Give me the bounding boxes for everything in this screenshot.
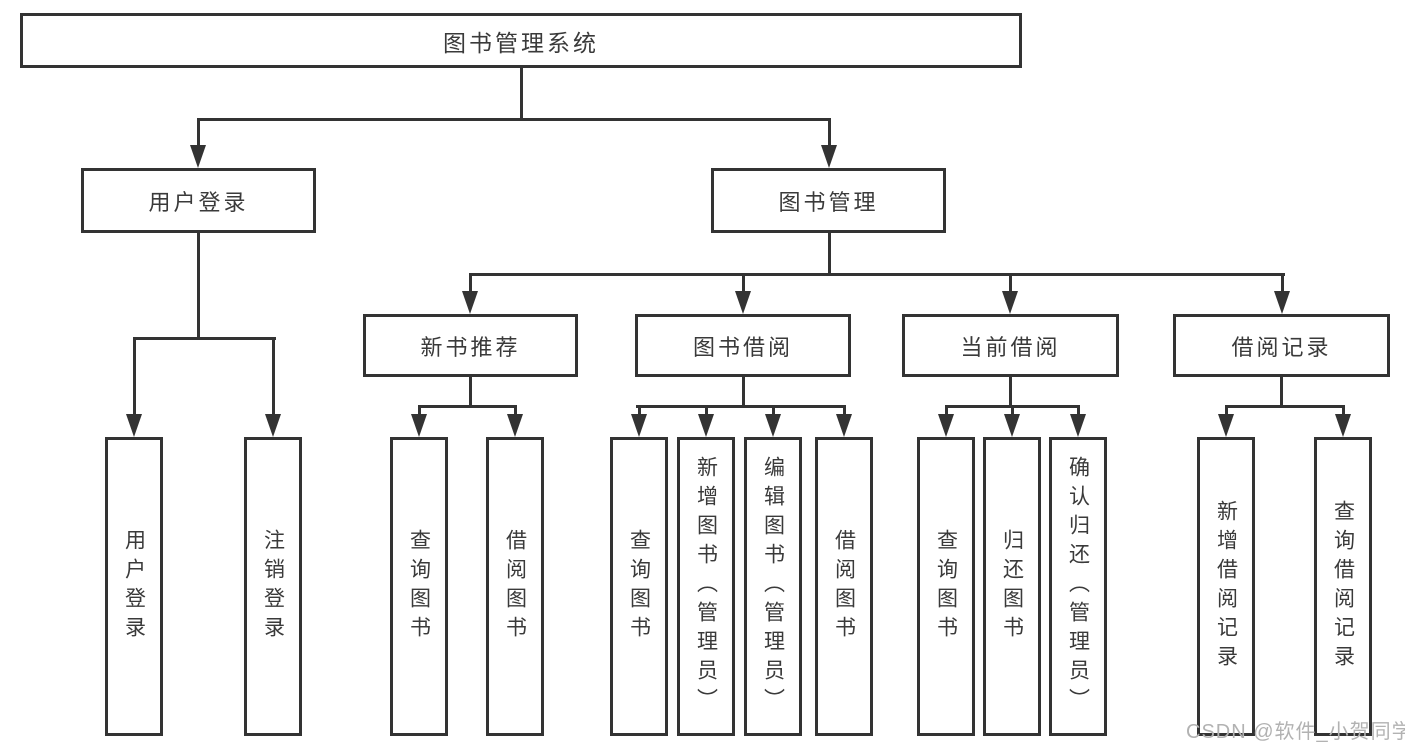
node-user-login: 用户登录 <box>81 168 316 233</box>
connector-drop-query-current <box>944 405 948 416</box>
connector-drop-query-recommend <box>417 405 421 416</box>
node-book-borrowing: 图书借阅 <box>635 314 851 377</box>
leaf-add-borrow-record-label: 新增借阅记录 <box>1214 499 1238 674</box>
arrow-confirm-return <box>1070 414 1086 437</box>
connector-drop-borrow-books <box>842 405 846 416</box>
csdn-watermark: CSDN @软件_小贺同学 <box>1186 721 1405 743</box>
leaf-edit-books-admin-label: 编辑图书（管理员） <box>761 456 785 717</box>
connector-drop-borrowing <box>741 275 745 293</box>
connector-borrowing-stem <box>741 377 745 405</box>
connector-root-stem <box>519 68 523 118</box>
connector-current-stem <box>1009 377 1012 405</box>
arrow-book-management <box>821 145 837 168</box>
leaf-query-books-current-label: 查询图书 <box>934 528 958 645</box>
node-borrowing-records: 借阅记录 <box>1173 314 1390 377</box>
connector-bookmgmt-stem <box>827 233 831 276</box>
connector-userlogin-bar <box>132 337 276 340</box>
node-current-borrowing: 当前借阅 <box>902 314 1119 377</box>
arrow-query-recommend <box>411 414 427 437</box>
leaf-confirm-return-admin: 确认归还（管理员） <box>1049 437 1107 736</box>
leaf-query-books-borrowing: 查询图书 <box>610 437 668 736</box>
node-new-book-recommendation: 新书推荐 <box>363 314 578 377</box>
arrow-user-login <box>190 145 206 168</box>
connector-drop-book-management <box>827 120 831 146</box>
connector-bookmgmt-bar <box>468 273 1285 276</box>
arrow-recommend <box>462 291 478 314</box>
leaf-query-books-borrowing-label: 查询图书 <box>627 528 651 645</box>
leaf-confirm-return-admin-label: 确认归还（管理员） <box>1066 456 1090 717</box>
leaf-add-borrow-record: 新增借阅记录 <box>1197 437 1255 736</box>
arrow-leaf-logout <box>265 414 281 437</box>
connector-drop-leaf-user-login <box>132 339 136 415</box>
leaf-query-books-current: 查询图书 <box>917 437 975 736</box>
leaf-query-books-recommend-label: 查询图书 <box>407 528 431 645</box>
arrow-return-books <box>1004 414 1020 437</box>
connector-drop-add-record <box>1224 405 1228 416</box>
arrow-records <box>1274 291 1290 314</box>
leaf-add-books-admin-label: 新增图书（管理员） <box>694 456 718 717</box>
connector-records-bar <box>1224 405 1345 408</box>
root-node: 图书管理系统 <box>20 13 1022 68</box>
leaf-borrow-books-borrowing: 借阅图书 <box>815 437 873 736</box>
arrow-borrow-books <box>836 414 852 437</box>
arrow-add-books <box>698 414 714 437</box>
leaf-user-login-label: 用户登录 <box>122 528 146 645</box>
arrow-add-record <box>1218 414 1234 437</box>
arrow-query-current <box>938 414 954 437</box>
connector-drop-add-books <box>704 405 708 416</box>
connector-drop-records <box>1280 275 1284 293</box>
connector-drop-current <box>1008 275 1012 293</box>
arrow-leaf-user-login <box>126 414 142 437</box>
connector-drop-leaf-logout <box>271 339 275 415</box>
leaf-query-borrow-record-label: 查询借阅记录 <box>1331 499 1355 674</box>
connector-borrowing-bar <box>635 405 846 408</box>
connector-drop-edit-books <box>771 405 775 416</box>
arrow-borrowing <box>735 291 751 314</box>
arrow-borrow-recommend <box>507 414 523 437</box>
connector-recommend-stem <box>468 377 472 405</box>
connector-userlogin-stem <box>196 233 200 337</box>
connector-drop-borrow-recommend <box>513 405 517 416</box>
leaf-logout-label: 注销登录 <box>261 528 285 645</box>
connector-drop-query-borrowing <box>637 405 641 416</box>
leaf-user-login: 用户登录 <box>105 437 163 736</box>
leaf-return-books-label: 归还图书 <box>1000 528 1024 645</box>
leaf-return-books: 归还图书 <box>983 437 1041 736</box>
leaf-borrow-books-borrowing-label: 借阅图书 <box>832 528 856 645</box>
leaf-query-borrow-record: 查询借阅记录 <box>1314 437 1372 736</box>
node-book-management: 图书管理 <box>711 168 946 233</box>
connector-records-stem <box>1280 377 1283 405</box>
connector-drop-recommend <box>468 275 472 293</box>
connector-root-bar <box>196 118 831 121</box>
connector-drop-query-record <box>1341 405 1345 416</box>
leaf-edit-books-admin: 编辑图书（管理员） <box>744 437 802 736</box>
arrow-query-record <box>1335 414 1351 437</box>
arrow-current <box>1002 291 1018 314</box>
leaf-query-books-recommend: 查询图书 <box>390 437 448 736</box>
leaf-borrow-books-recommend: 借阅图书 <box>486 437 544 736</box>
leaf-add-books-admin: 新增图书（管理员） <box>677 437 735 736</box>
leaf-logout: 注销登录 <box>244 437 302 736</box>
connector-drop-return-books <box>1010 405 1014 416</box>
connector-recommend-bar <box>417 405 517 408</box>
connector-drop-confirm-return <box>1076 405 1080 416</box>
leaf-borrow-books-recommend-label: 借阅图书 <box>503 528 527 645</box>
arrow-edit-books <box>765 414 781 437</box>
arrow-query-borrowing <box>631 414 647 437</box>
connector-drop-user-login <box>196 120 200 146</box>
